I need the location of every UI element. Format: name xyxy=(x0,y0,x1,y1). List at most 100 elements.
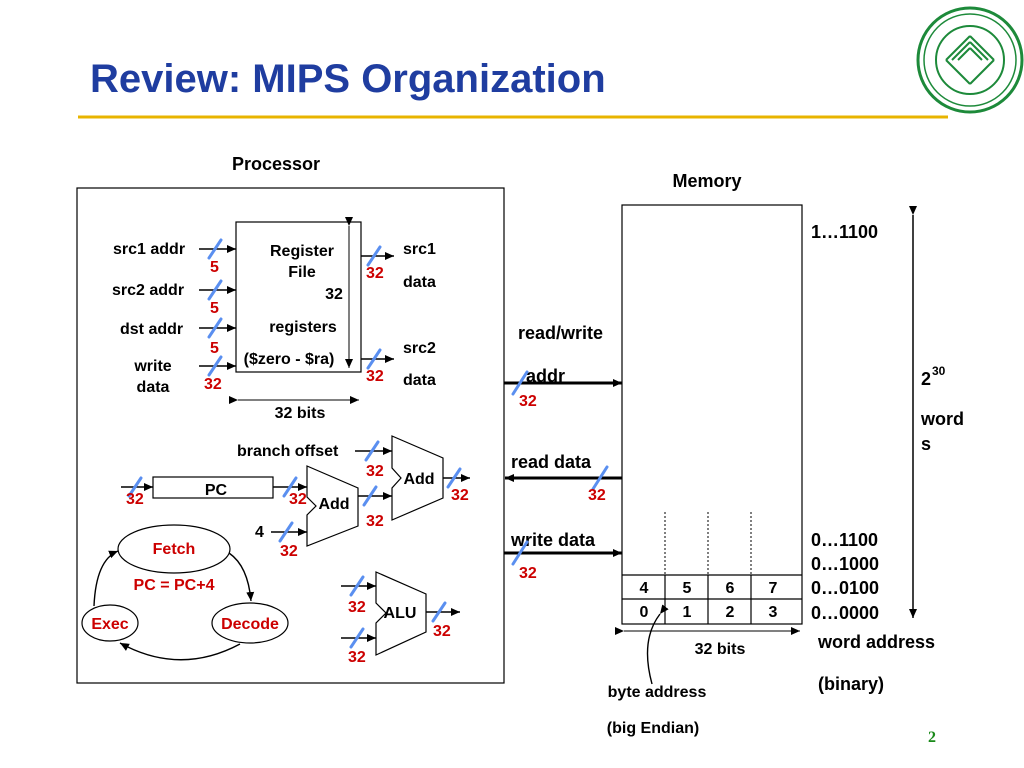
address-0-1100: 0…1100 xyxy=(811,530,878,550)
src1-addr-slash xyxy=(207,238,223,260)
register-file-box xyxy=(235,221,362,373)
words-label-1: word xyxy=(920,409,964,429)
alu-out-width: 32 xyxy=(433,623,451,640)
addr-label: addr xyxy=(526,366,565,386)
write-data-width: 32 xyxy=(204,376,222,393)
fetch-label: Fetch xyxy=(153,541,196,558)
pc-update-label: PC = PC+4 xyxy=(134,577,215,594)
src2-addr-slash xyxy=(207,279,223,301)
pc-adder xyxy=(306,465,359,547)
alu-in2-width: 32 xyxy=(348,649,366,666)
register-width-label: 32 bits xyxy=(275,405,326,422)
register-range: ($zero - $ra) xyxy=(244,351,335,368)
four-slash xyxy=(278,521,294,543)
alu-out-slash xyxy=(431,601,447,623)
byte-3: 3 xyxy=(769,604,778,621)
alu-label: ALU xyxy=(384,605,417,622)
src2-addr-label: src2 addr xyxy=(112,282,184,299)
memory-size-exponent: 30 xyxy=(932,364,946,378)
read-write-label: read/write xyxy=(518,323,603,343)
memory-box xyxy=(621,204,803,625)
pc-adder-label: Add xyxy=(318,496,349,513)
byte-4: 4 xyxy=(640,580,649,597)
write-data-bus-slash xyxy=(511,540,529,566)
byte-7: 7 xyxy=(769,580,778,597)
src1-addr-width: 5 xyxy=(210,259,219,276)
byte-address-pointer xyxy=(646,604,669,685)
src1-data-slash xyxy=(366,245,382,267)
read-data-label: read data xyxy=(511,452,592,472)
pc-adder-out-slash xyxy=(362,485,378,507)
alu xyxy=(375,571,427,656)
processor-label: Processor xyxy=(232,154,320,174)
decode-to-exec-arrow xyxy=(119,642,241,661)
addr-bus-slash xyxy=(511,370,529,396)
write-data-bus-label: write data xyxy=(510,530,596,550)
endian-label: (big Endian) xyxy=(607,720,699,737)
register-count: 32 xyxy=(325,286,343,303)
byte-6: 6 xyxy=(726,580,735,597)
decode-label: Decode xyxy=(221,616,279,633)
src1-data-width: 32 xyxy=(366,265,384,282)
src1-data-label-2: data xyxy=(403,274,436,291)
pc-label: PC xyxy=(205,482,228,499)
branch-offset-width: 32 xyxy=(366,463,384,480)
slide-title: Review: MIPS Organization xyxy=(90,57,606,101)
instruction-cycle: Fetch PC = PC+4 Exec Decode xyxy=(81,524,289,661)
fetch-state xyxy=(117,524,231,574)
memory-size-base: 2 xyxy=(921,369,931,389)
register-file-title-2: File xyxy=(288,264,316,281)
page-number: 2 xyxy=(928,729,936,746)
exec-state xyxy=(81,604,139,642)
decode-state xyxy=(211,602,289,644)
memory-label: Memory xyxy=(672,171,741,191)
pc-adder-out-width: 32 xyxy=(366,513,384,530)
branch-adder-out-width: 32 xyxy=(451,487,469,504)
memory-byte-dividers xyxy=(664,512,752,575)
src2-data-label-1: src2 xyxy=(403,340,436,357)
memory-byte-columns xyxy=(664,575,752,624)
byte-5: 5 xyxy=(683,580,692,597)
write-data-slash xyxy=(207,355,223,377)
src2-data-width: 32 xyxy=(366,368,384,385)
write-data-label-2: data xyxy=(137,379,170,396)
src2-data-slash xyxy=(366,348,382,370)
address-top: 1…1100 xyxy=(811,222,878,242)
dst-addr-width: 5 xyxy=(210,340,219,357)
src1-addr-label: src1 addr xyxy=(113,241,185,258)
alu-in2-slash xyxy=(349,627,365,649)
addr-bus-width: 32 xyxy=(519,393,537,410)
words-label-2: s xyxy=(921,434,931,454)
address-0-0000: 0…0000 xyxy=(811,603,879,623)
write-data-bus-width: 32 xyxy=(519,565,537,582)
pc-in-width: 32 xyxy=(126,491,144,508)
register-file-title-1: Register xyxy=(270,243,334,260)
branch-adder-out-slash xyxy=(446,467,462,489)
src2-data-label-2: data xyxy=(403,372,436,389)
byte-2: 2 xyxy=(726,604,735,621)
university-logo xyxy=(916,6,1024,114)
read-data-bus-slash xyxy=(591,465,609,491)
word-address-label: word address xyxy=(817,632,935,652)
pc-out-width: 32 xyxy=(289,491,307,508)
binary-label: (binary) xyxy=(818,674,884,694)
address-0-1000: 0…1000 xyxy=(811,554,879,574)
exec-label: Exec xyxy=(91,616,128,633)
memory-width-label: 32 bits xyxy=(695,641,746,658)
four-label: 4 xyxy=(255,524,264,541)
exec-to-fetch-arrow xyxy=(93,550,119,607)
src1-data-label-1: src1 xyxy=(403,241,436,258)
byte-1: 1 xyxy=(683,604,692,621)
src2-addr-width: 5 xyxy=(210,300,219,317)
branch-adder xyxy=(391,435,444,521)
dst-addr-slash xyxy=(207,317,223,339)
four-width: 32 xyxy=(280,543,298,560)
branch-offset-slash xyxy=(364,440,380,462)
pc-out-slash xyxy=(282,476,298,498)
write-data-label-1: write xyxy=(133,358,171,375)
alu-in1-slash xyxy=(349,575,365,597)
pc-in-slash xyxy=(127,476,143,498)
byte-address-label: byte address xyxy=(608,684,707,701)
read-data-bus-width: 32 xyxy=(588,487,606,504)
